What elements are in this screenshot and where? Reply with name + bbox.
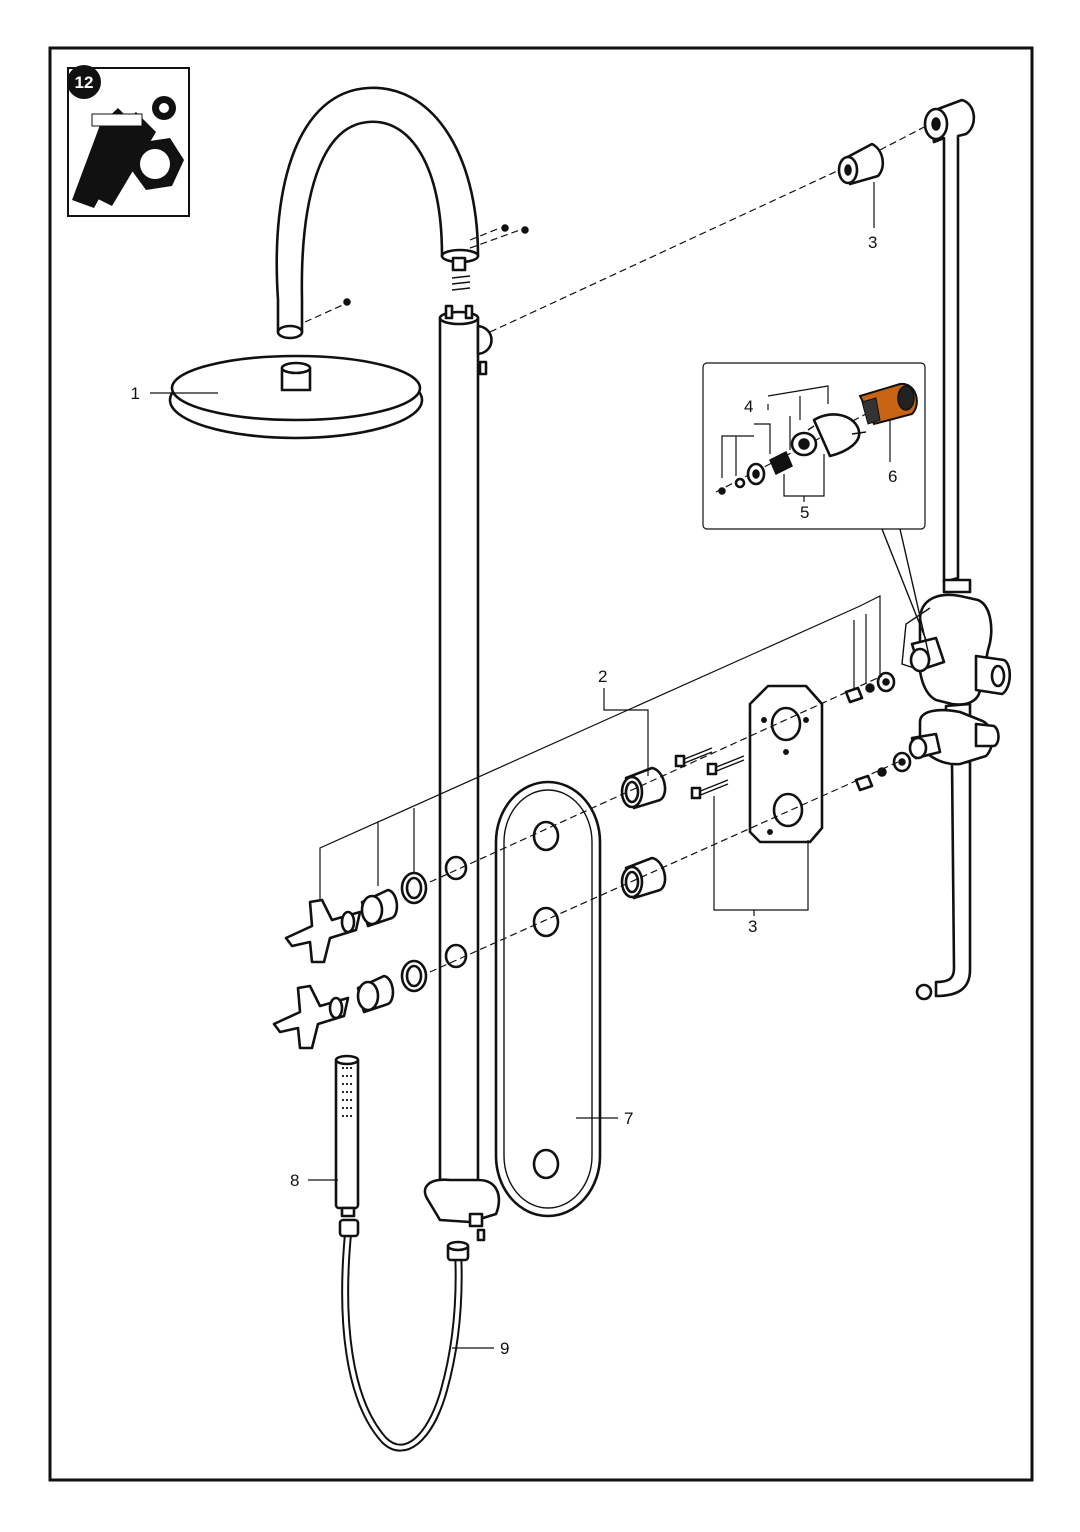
label-1: 1: [131, 384, 140, 403]
valve-small-parts: [844, 671, 912, 792]
rain-shower-head: [168, 354, 424, 440]
handle-guide-lines: [429, 675, 899, 973]
wrench-bolt-nut-washer-icon: [72, 96, 184, 208]
tool-badge: 12: [67, 65, 190, 217]
cross-handle-upper: [284, 871, 428, 964]
label-8: 8: [290, 1171, 299, 1190]
top-coupler: [837, 142, 885, 186]
label-4: 4: [744, 397, 753, 416]
riser-column: [423, 304, 501, 1242]
step-number: 12: [75, 73, 94, 92]
label-5: 5: [800, 503, 809, 522]
label-6: 6: [888, 467, 897, 486]
cover-plate: [494, 780, 602, 1218]
label-3-top: 3: [868, 233, 877, 252]
supply-pipe: [915, 98, 976, 1001]
label-9: 9: [500, 1339, 509, 1358]
fixing-screws: [674, 747, 745, 800]
label-3-screws: 3: [748, 917, 757, 936]
mounting-plate: [748, 684, 824, 844]
page-frame: [48, 46, 1034, 1482]
thermostat-valve-body: [901, 578, 1012, 766]
cross-handle-lower: [272, 959, 428, 1050]
shower-hose: [338, 1218, 470, 1452]
label-2: 2: [598, 667, 607, 686]
hand-shower: [334, 1054, 360, 1218]
label-7: 7: [624, 1109, 633, 1128]
cartridge-detail-box: [702, 362, 931, 661]
step-number-circle: [67, 65, 101, 99]
guide-top: [489, 165, 849, 333]
thermostat-cartridge-icon: [858, 382, 918, 426]
leaders-2: [319, 595, 881, 900]
sleeves: [620, 766, 667, 900]
shower-arm: [275, 86, 529, 340]
